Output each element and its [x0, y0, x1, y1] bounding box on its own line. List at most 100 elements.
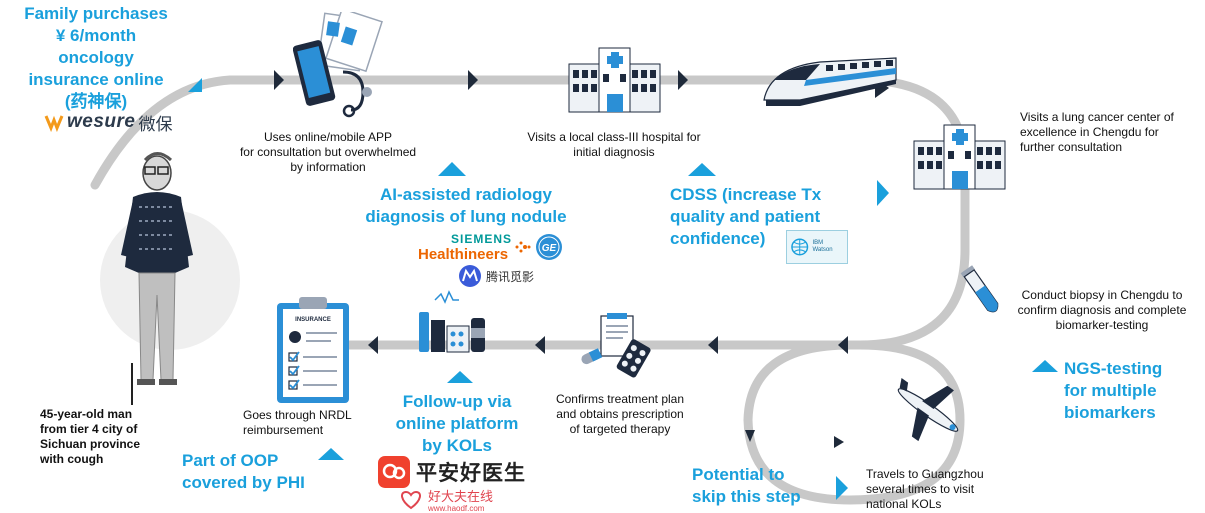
caption-confirm-line: Confirms treatment plan: [555, 392, 685, 406]
caption-guangzhou: Travels to Guangzhou several times to vi…: [866, 467, 1026, 512]
marker-followup: [447, 371, 473, 383]
ge-logo-icon: GE: [536, 234, 562, 260]
caption-guangzhou-line: national KOLs: [866, 497, 942, 511]
mobile-app-icon: [293, 12, 383, 118]
haodf-url: www.haodf.com: [428, 504, 485, 513]
ibm-watson-text: IBM Watson: [812, 240, 833, 253]
caption-nrdl: Goes through NRDL reimbursement: [243, 408, 373, 438]
caption-app-line: by information: [290, 160, 366, 174]
caption-biopsy-line: biomarker-testing: [1055, 318, 1149, 332]
family-purchase-line1: Family purchases: [24, 4, 168, 23]
caption-biopsy-line: Conduct biopsy in Chengdu to: [1021, 288, 1183, 302]
wesure-text: wesure: [67, 111, 136, 132]
caption-nrdl-line: Goes through NRDL: [243, 408, 352, 422]
haodf-logo: 好大夫在线 www.haodf.com: [398, 490, 493, 513]
airplane-icon: [897, 378, 959, 442]
insurance-form-icon: INSURANCE: [277, 297, 349, 403]
pingan-app-icon: [378, 456, 410, 488]
highlight-ai: AI-assisted radiology diagnosis of lung …: [352, 184, 580, 228]
caption-guangzhou-line: several times to visit: [866, 482, 975, 496]
highlight-followup-line: by KOLs: [422, 436, 492, 455]
highlight-followup: Follow-up via online platform by KOLs: [384, 391, 530, 457]
marker-skip: [836, 476, 848, 500]
local-hospital-icon: [568, 47, 661, 113]
highlight-oop-line: covered by PHI: [182, 473, 305, 492]
marker-ai: [438, 162, 466, 176]
tencent-logo: 腾讯觅影: [458, 264, 534, 288]
marker-family: [188, 78, 202, 92]
caption-biopsy: Conduct biopsy in Chengdu to confirm dia…: [1004, 288, 1200, 333]
siemens-text: SIEMENS: [450, 232, 512, 246]
caption-chengdu-line: excellence in Chengdu for: [1020, 125, 1159, 139]
patient-line4: with cough: [40, 452, 104, 466]
caption-hospital-line: initial diagnosis: [573, 145, 655, 159]
highlight-cdss-line: CDSS (increase Tx: [670, 185, 822, 204]
haodf-heart-icon: [401, 490, 421, 510]
healthineers-dots-icon: [515, 241, 531, 253]
arrow-up-loop: [834, 436, 844, 448]
marker-oop: [318, 448, 344, 460]
caption-hospital: Visits a local class-III hospital for in…: [506, 130, 722, 160]
arrow-right-1: [274, 70, 284, 90]
highlight-cdss-line: confidence): [670, 229, 766, 248]
patient-pointer-line: [131, 363, 133, 405]
highlight-skip-line: Potential to: [692, 465, 785, 484]
pingan-logo: 平安好医生: [378, 456, 526, 488]
haodf-text: 好大夫在线: [428, 489, 494, 504]
insurance-form-label: INSURANCE: [295, 317, 331, 323]
arrow-left-1: [838, 336, 848, 354]
highlight-oop-line: Part of OOP: [182, 451, 279, 470]
caption-app-line: for consultation but overwhelmed: [239, 145, 417, 159]
train-icon: [763, 57, 897, 106]
highlight-ai-line: AI-assisted radiology: [380, 185, 552, 204]
caption-chengdu-line: further consultation: [1020, 140, 1123, 154]
highlight-ngs-line: for multiple: [1064, 381, 1157, 400]
watson-globe-icon: [791, 238, 809, 256]
highlight-ngs-line: NGS-testing: [1064, 359, 1163, 378]
caption-app-line: Uses online/mobile APP: [263, 130, 393, 144]
highlight-ngs: NGS-testing for multiple biomarkers: [1064, 358, 1204, 424]
patient-line3: Sichuan province: [40, 437, 141, 451]
caption-guangzhou-line: Travels to Guangzhou: [866, 467, 984, 481]
patient-line2: from tier 4 city of: [40, 422, 138, 436]
road-loop: [743, 340, 965, 505]
family-purchase-line2: ¥ 6/month: [55, 26, 137, 45]
caption-app: Uses online/mobile APP for consultation …: [228, 130, 428, 175]
road-top: [90, 75, 970, 350]
highlight-ai-line: diagnosis of lung nodule: [365, 207, 567, 226]
chengdu-hospital-icon: [913, 124, 1006, 190]
pingan-text: 平安好医生: [416, 462, 526, 485]
tencent-text: 腾讯觅影: [486, 269, 535, 284]
family-purchase-line3: oncology: [58, 48, 134, 67]
family-purchase-block: Family purchases ¥ 6/month oncology insu…: [6, 3, 186, 113]
svg-text:GE: GE: [542, 243, 557, 254]
wesure-logo: wesure 微保: [44, 110, 172, 134]
patient-illustration: [100, 152, 240, 385]
family-purchase-line4: insurance online: [28, 70, 164, 89]
marker-ngs: [1032, 360, 1058, 372]
prescription-icon: [581, 313, 651, 378]
healthineers-text: Healthineers: [418, 246, 509, 263]
arrow-down-loop: [745, 430, 755, 442]
wesure-cn-text: 微保: [138, 114, 173, 134]
wesure-mark-icon: [44, 115, 64, 132]
test-tube-icon: [960, 265, 999, 313]
caption-chengdu: Visits a lung cancer center of excellenc…: [1020, 110, 1200, 155]
caption-hospital-line: Visits a local class-III hospital for: [527, 130, 701, 144]
arrow-left-2: [708, 336, 718, 354]
caption-confirm-line: of targeted therapy: [569, 422, 671, 436]
arrow-right-3: [678, 70, 688, 90]
patient-description: 45-year-old man from tier 4 city of Sich…: [40, 407, 140, 467]
caption-confirm-line: and obtains prescription: [556, 407, 684, 421]
ibm-watson-logo: IBM Watson: [786, 230, 848, 264]
highlight-skip: Potential to skip this step: [692, 464, 832, 508]
highlight-oop: Part of OOP covered by PHI: [182, 450, 322, 494]
marker-chengdu: [877, 180, 889, 206]
highlight-cdss-line: quality and patient: [670, 207, 821, 226]
highlight-ngs-line: biomarkers: [1064, 403, 1156, 422]
highlight-followup-line: Follow-up via: [402, 392, 512, 411]
tencent-m-icon: [459, 265, 481, 287]
highlight-skip-line: skip this step: [692, 487, 801, 506]
arrow-right-2: [468, 70, 478, 90]
caption-nrdl-line: reimbursement: [243, 423, 324, 437]
